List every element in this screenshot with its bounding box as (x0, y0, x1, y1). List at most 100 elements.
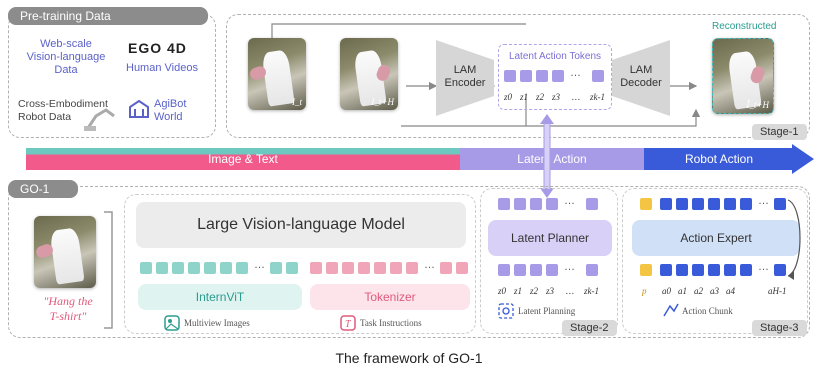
expert-top-tokens: … (640, 195, 800, 212)
action-token (692, 264, 704, 276)
a-label: a2 (694, 286, 703, 296)
tokenizer-tokens: … (310, 259, 470, 276)
tokenizer-box: Tokenizer (310, 284, 470, 310)
z-label-row: z0 z1 z2 z3 … zk-1 (504, 92, 614, 104)
lam-decoder: LAM Decoder (612, 40, 670, 116)
agibot-world-label: AgiBot World (154, 98, 187, 123)
latent-bidirectional-arrow (540, 114, 554, 198)
vision-token (286, 262, 298, 274)
lam-decoder-label: LAM Decoder (620, 64, 662, 89)
expert-bottom-tokens: … (640, 261, 800, 278)
stage2-panel (480, 188, 618, 334)
latent-planner-label: Latent Planner (510, 231, 590, 245)
action-token (692, 198, 704, 210)
text-token (358, 262, 370, 274)
vision-token (270, 262, 282, 274)
go1-tag: GO-1 (8, 180, 78, 198)
action-token (774, 264, 786, 276)
z-label: z3 (552, 92, 561, 102)
go1-input-image (34, 216, 96, 288)
z-label: z1 (514, 286, 523, 296)
ego4d-logo-text: EGO 4D (128, 40, 187, 56)
human-videos-label: Human Videos (126, 62, 198, 74)
ego4d-logo: EGO 4D (128, 40, 208, 60)
proprio-token (640, 264, 652, 276)
action-token (740, 264, 752, 276)
action-label-row: p a0 a1 a2 a3 a4 aH-1 (640, 286, 810, 298)
text-token (342, 262, 354, 274)
lam-encoder-label: LAM Encoder (444, 64, 486, 89)
a-label: a3 (710, 286, 719, 296)
vlm-panel (124, 194, 476, 334)
text-token (440, 262, 452, 274)
text-token (310, 262, 322, 274)
latent-token-ellipsis: … (570, 67, 581, 79)
planner-top-tokens: … (498, 195, 602, 212)
text-icon: T (340, 315, 356, 336)
latent-tokens-title: Latent Action Tokens (508, 51, 602, 62)
text-token (406, 262, 418, 274)
z-label: z1 (520, 92, 529, 102)
internvit-box: InternViT (138, 284, 302, 310)
action-token (724, 198, 736, 210)
action-token-ellipsis: … (758, 195, 769, 207)
planner-token (498, 198, 510, 210)
action-token (740, 198, 752, 210)
image-icon (164, 315, 180, 336)
figure-caption: The framework of GO-1 (335, 350, 483, 366)
planner-bottom-tokens: … (498, 261, 602, 278)
banner-latent-action: Latent Action (460, 148, 644, 170)
action-token (774, 198, 786, 210)
a-label: a4 (726, 286, 735, 296)
action-token (708, 264, 720, 276)
stage3-tag: Stage-3 (752, 320, 807, 336)
planner-token (498, 264, 510, 276)
z-label: zk-1 (590, 92, 605, 102)
planner-token (546, 198, 558, 210)
task-instructions-label: Task Instructions (360, 318, 422, 328)
latent-planning-label: Latent Planning (518, 306, 576, 316)
action-chunk-label: Action Chunk (682, 306, 733, 316)
instruction-text: "Hang the T-shirt" (43, 294, 93, 323)
a-label: p (642, 286, 647, 296)
action-expert-label: Action Expert (680, 231, 752, 245)
a-label: a1 (678, 286, 687, 296)
cross-embodiment-label: Cross-Embodiment Robot Data (18, 98, 108, 123)
vision-token (204, 262, 216, 274)
stage1-panel (226, 14, 810, 138)
reconstructed-frame-label: Î_t+H (746, 100, 769, 110)
planner-token (546, 264, 558, 276)
reconstructed-label: Reconstructed (712, 21, 777, 32)
multiview-images-label: Multiview Images (184, 318, 250, 328)
z-label: z0 (498, 286, 507, 296)
pretraining-tag: Pre-training Data (8, 7, 208, 25)
web-scale-label: Web-scale Vision-language Data (26, 38, 106, 76)
text-token (456, 262, 468, 274)
vision-token (156, 262, 168, 274)
planner-token (586, 198, 598, 210)
planner-token-ellipsis: … (564, 261, 575, 273)
latent-token (520, 70, 532, 82)
z-label: z0 (504, 92, 513, 102)
z-label: z2 (536, 92, 545, 102)
action-expert-box: Action Expert (632, 220, 800, 256)
frame-ith-label: I_t+H (371, 97, 394, 107)
vision-token-ellipsis: … (254, 259, 265, 271)
lam-encoder: LAM Encoder (436, 40, 494, 116)
agibot-world-icon (128, 99, 150, 124)
vision-token (236, 262, 248, 274)
text-token (390, 262, 402, 274)
action-token-ellipsis: … (758, 261, 769, 273)
vlm-title: Large Vision-language Model (197, 216, 405, 233)
z-label: z2 (530, 286, 539, 296)
robot-arm-icon (82, 98, 122, 137)
text-token-ellipsis: … (424, 259, 435, 271)
vision-token (220, 262, 232, 274)
action-chunk-icon (662, 302, 680, 323)
stage2-tag: Stage-2 (562, 320, 617, 336)
latent-token (504, 70, 516, 82)
vision-token (172, 262, 184, 274)
vlm-title-box: Large Vision-language Model (136, 202, 466, 248)
stage1-tag: Stage-1 (752, 124, 807, 140)
reconstructed-image: Î_t+H (712, 38, 774, 114)
